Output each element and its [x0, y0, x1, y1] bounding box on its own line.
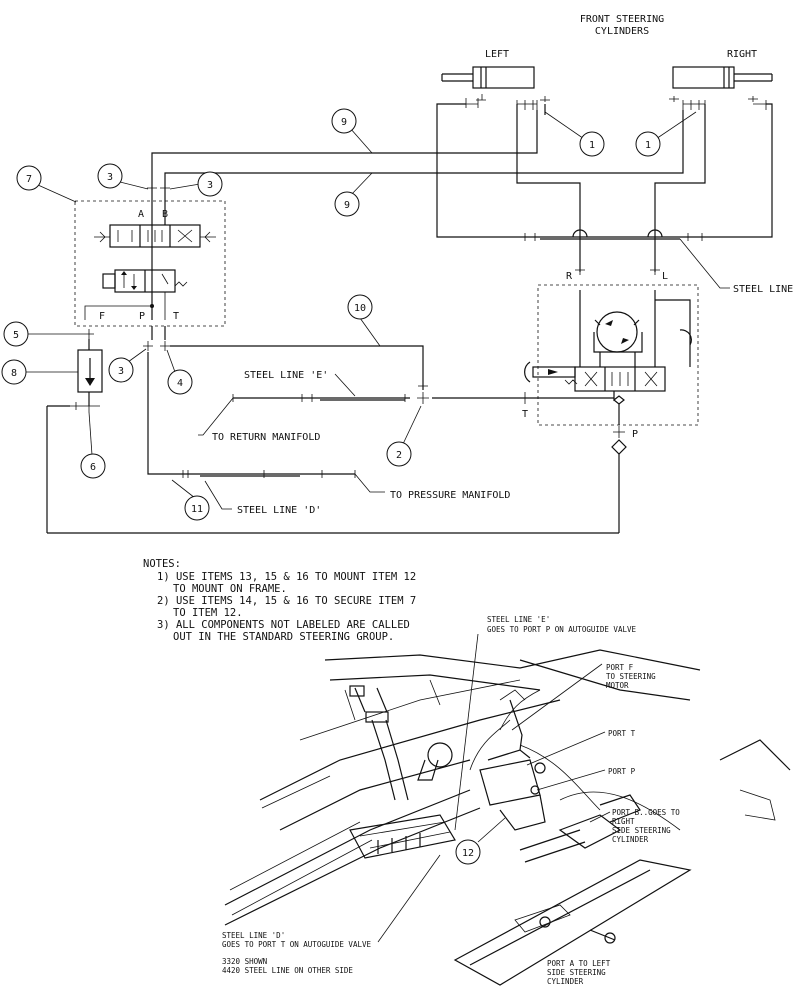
steel-line-d-leader — [204, 480, 232, 510]
port-f-label: F — [99, 311, 105, 322]
callout-9-upper: 9 — [331, 108, 373, 154]
svg-text:1: 1 — [645, 140, 651, 151]
asm-port-b-1: PORT B..GOES TO — [612, 808, 680, 817]
callout-3-top-left: 3 — [97, 163, 149, 190]
svg-text:6: 6 — [90, 462, 96, 473]
cylinder-fittings — [465, 94, 767, 110]
asm-port-f-3: MOTOR — [606, 681, 629, 690]
callout-10: 10 — [347, 294, 381, 347]
selector-valve-lines — [47, 326, 429, 493]
callout-9-lower: 9 — [334, 172, 373, 217]
svg-text:4: 4 — [177, 378, 183, 389]
notes-block: NOTES: 1) USE ITEMS 13, 15 & 16 TO MOUNT… — [143, 558, 416, 643]
asm-port-a-2: SIDE STEERING — [547, 968, 606, 977]
asm-steel-line-e-2: GOES TO PORT P ON AUTOGUIDE VALVE — [487, 625, 636, 634]
asm-port-f-1: PORT F — [606, 663, 634, 672]
svg-text:3: 3 — [107, 172, 113, 183]
port-a-label: A — [138, 209, 144, 220]
svg-text:7: 7 — [26, 174, 32, 185]
front-steering-title: FRONT STEERING — [580, 14, 664, 25]
assembly-illustration: 12 — [224, 633, 791, 986]
to-pressure-manifold-label: TO PRESSURE MANIFOLD — [390, 490, 510, 501]
selector-valve-box: A B F P T — [74, 182, 226, 327]
port-p-left-label: P — [139, 311, 145, 322]
note-line-6: OUT IN THE STANDARD STEERING GROUP. — [173, 631, 394, 643]
port-p-right-label: P — [632, 429, 638, 440]
callout-3-lower: 3 — [108, 348, 147, 383]
callout-5: 5 — [3, 321, 84, 347]
to-return-manifold-label: TO RETURN MANIFOLD — [212, 432, 320, 443]
left-steering-cylinder — [441, 66, 535, 89]
port-l-label: L — [662, 271, 668, 282]
callout-6: 6 — [80, 411, 106, 479]
right-steering-cylinder — [672, 66, 773, 89]
port-t-left-label: T — [173, 311, 179, 322]
port-t-right-label: T — [522, 409, 528, 420]
svg-text:8: 8 — [11, 368, 17, 379]
note-line-1: 1) USE ITEMS 13, 15 & 16 TO MOUNT ITEM 1… — [157, 571, 416, 583]
cylinders-title: CYLINDERS — [595, 26, 649, 37]
notes-title: NOTES: — [143, 558, 181, 570]
asm-port-p: PORT P — [608, 767, 636, 776]
asm-steel-line-d-1: STEEL LINE 'D' — [222, 931, 285, 940]
asm-port-t: PORT T — [608, 729, 636, 738]
right-valve-t-p-lines: T P — [46, 392, 638, 534]
asm-steel-line-e-1: STEEL LINE 'E' — [487, 615, 550, 624]
port-r-label: R — [566, 271, 573, 282]
asm-port-b-2: RIGHT — [612, 817, 635, 826]
callout-1-right: 1 — [635, 111, 697, 157]
note-line-4: TO ITEM 12. — [173, 607, 243, 619]
note-line-5: 3) ALL COMPONENTS NOT LABELED ARE CALLED — [157, 619, 410, 631]
steel-line-label: STEEL LINE — [733, 284, 793, 295]
steel-line-e-label: STEEL LINE 'E' — [244, 370, 328, 381]
steel-line-e — [198, 373, 410, 436]
callout-11: 11 — [171, 479, 210, 521]
svg-text:3: 3 — [118, 366, 124, 377]
asm-shown-1: 3320 SHOWN — [222, 957, 267, 966]
svg-text:10: 10 — [354, 303, 366, 314]
steel-line-top — [524, 229, 730, 289]
callout-3-top-right: 3 — [169, 171, 223, 197]
cylinder-hoses — [151, 103, 773, 238]
right-label: RIGHT — [727, 49, 757, 60]
left-label: LEFT — [485, 49, 509, 60]
note-line-3: 2) USE ITEMS 14, 15 & 16 TO SECURE ITEM … — [157, 595, 416, 607]
callout-8: 8 — [1, 359, 78, 385]
asm-shown-2: 4420 STEEL LINE ON OTHER SIDE — [222, 966, 353, 975]
callout-2: 2 — [386, 405, 422, 467]
svg-text:9: 9 — [341, 117, 347, 128]
autoguide-valve-box — [524, 284, 699, 426]
asm-port-b-3: SIDE STEERING — [612, 826, 671, 835]
svg-text:2: 2 — [396, 450, 402, 461]
svg-text:3: 3 — [207, 180, 213, 191]
svg-text:11: 11 — [191, 504, 203, 515]
callout-12: 12 — [462, 848, 474, 859]
svg-text:1: 1 — [589, 140, 595, 151]
callout-4: 4 — [166, 349, 193, 395]
asm-port-f-2: TO STEERING — [606, 672, 656, 681]
steel-line-d-label: STEEL LINE 'D' — [237, 505, 321, 516]
svg-text:5: 5 — [13, 330, 19, 341]
asm-port-a-1: PORT A TO LEFT — [547, 959, 611, 968]
callout-1-left: 1 — [544, 111, 605, 157]
callout-7: 7 — [16, 165, 77, 203]
asm-steel-line-d-2: GOES TO PORT T ON AUTOGUIDE VALVE — [222, 940, 371, 949]
asm-port-a-3: CYLINDER — [547, 977, 584, 986]
svg-text:9: 9 — [344, 200, 350, 211]
asm-port-b-4: CYLINDER — [612, 835, 649, 844]
note-line-2: TO MOUNT ON FRAME. — [173, 583, 287, 595]
